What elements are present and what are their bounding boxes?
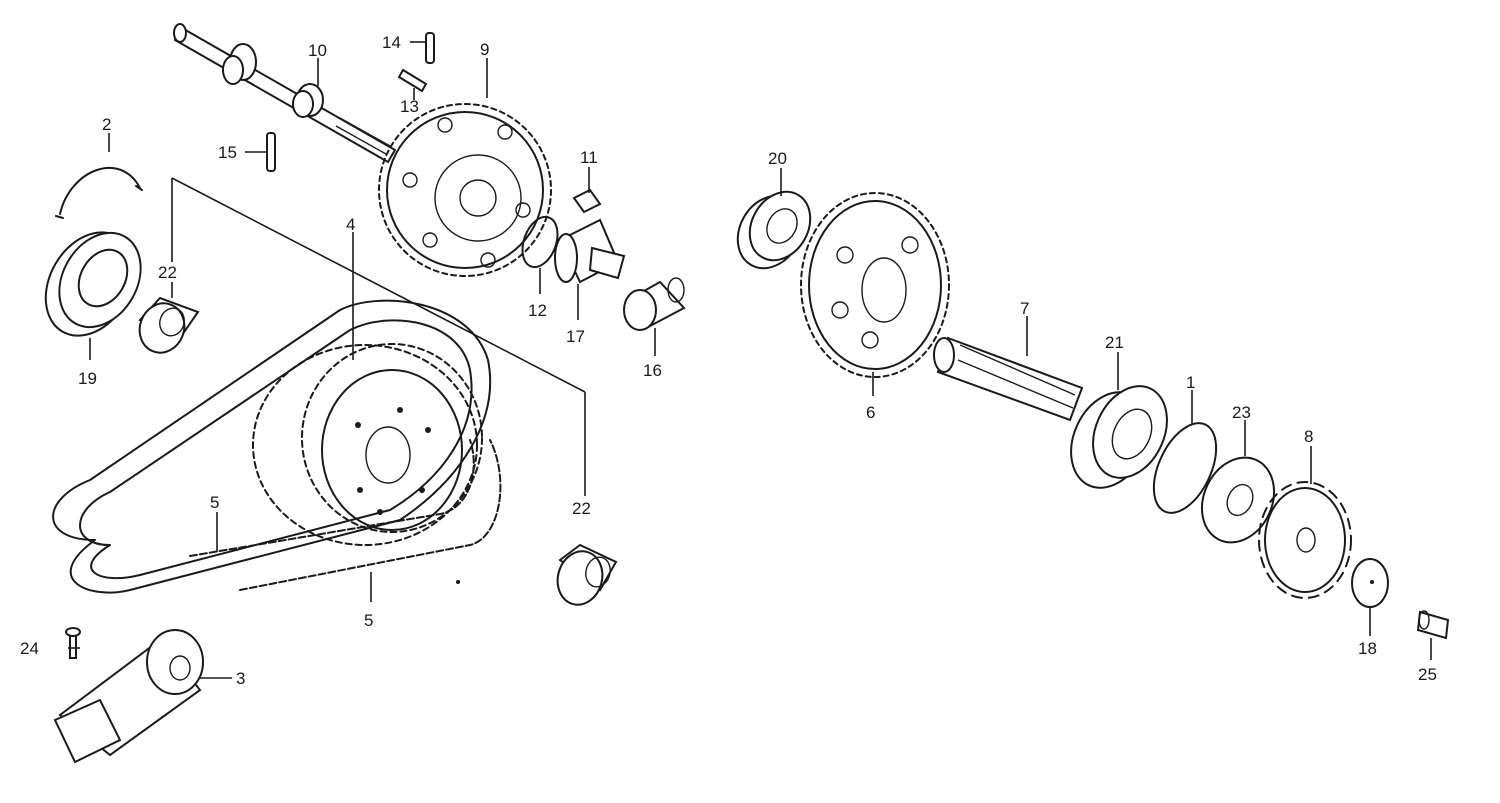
part-19-bearing — [44, 231, 142, 337]
label-part-18: 18 — [1358, 639, 1377, 658]
label-part-13: 13 — [400, 97, 419, 116]
label-part-11: 11 — [580, 148, 598, 167]
part-9-gear — [378, 103, 552, 277]
label-part-24: 24 — [20, 639, 39, 658]
label-part-12: 12 — [528, 301, 547, 320]
part-5-chain-inner — [189, 439, 502, 591]
label-part-19: 19 — [78, 369, 97, 388]
part-4-sprocket — [252, 343, 483, 546]
part-5-chain-outer — [52, 299, 492, 594]
part-2-circlip — [55, 167, 143, 219]
label-part-22-lower: 22 — [572, 499, 591, 518]
label-part-15: 15 — [218, 143, 237, 162]
part-17-shaft — [554, 218, 626, 284]
part-25-nut — [1416, 610, 1450, 640]
label-part-20: 20 — [768, 149, 787, 168]
label-part-2: 2 — [102, 115, 111, 134]
part-23-washer — [1201, 456, 1275, 544]
part-6-gear — [800, 192, 950, 378]
label-part-7: 7 — [1020, 299, 1029, 318]
part-11-key — [572, 188, 602, 214]
part-13-pin — [397, 68, 428, 93]
part-21-bearing — [1070, 385, 1168, 489]
part-labels: 10 14 13 9 15 2 11 12 17 16 22 19 4 5 22… — [20, 33, 1437, 688]
part-22-bushing-lower — [556, 543, 618, 606]
part-8-sprocket — [1258, 481, 1352, 599]
part-22-bushing-upper — [138, 296, 200, 354]
part-18-washer — [1351, 558, 1389, 608]
part-15-pin — [266, 132, 276, 172]
label-part-9: 9 — [480, 40, 489, 59]
label-part-17: 17 — [566, 327, 585, 346]
label-part-5-lower: 5 — [364, 611, 373, 630]
label-part-5-upper: 5 — [210, 493, 219, 512]
label-part-25: 25 — [1418, 665, 1437, 684]
part-3-tensioner — [53, 629, 204, 764]
label-part-4: 4 — [346, 215, 355, 234]
label-part-22-upper: 22 — [158, 263, 177, 282]
label-part-10: 10 — [308, 41, 327, 60]
label-part-8: 8 — [1304, 427, 1313, 446]
label-part-1: 1 — [1186, 373, 1195, 392]
leader-lines — [68, 41, 1432, 679]
part-1-circlip — [1152, 422, 1218, 514]
label-part-16: 16 — [643, 361, 662, 380]
part-20-bearing — [736, 190, 812, 270]
part-14-pin — [425, 32, 435, 64]
part-7-shaft — [933, 336, 1084, 422]
label-part-23: 23 — [1232, 403, 1251, 422]
part-16-collar — [623, 277, 686, 331]
label-part-6: 6 — [866, 403, 875, 422]
part-10-shaft — [173, 23, 396, 163]
label-part-14: 14 — [382, 33, 401, 52]
label-part-21: 21 — [1105, 333, 1124, 352]
label-part-3: 3 — [236, 669, 245, 688]
part-12-circlip — [521, 215, 559, 269]
part-24-bolt — [65, 627, 81, 659]
